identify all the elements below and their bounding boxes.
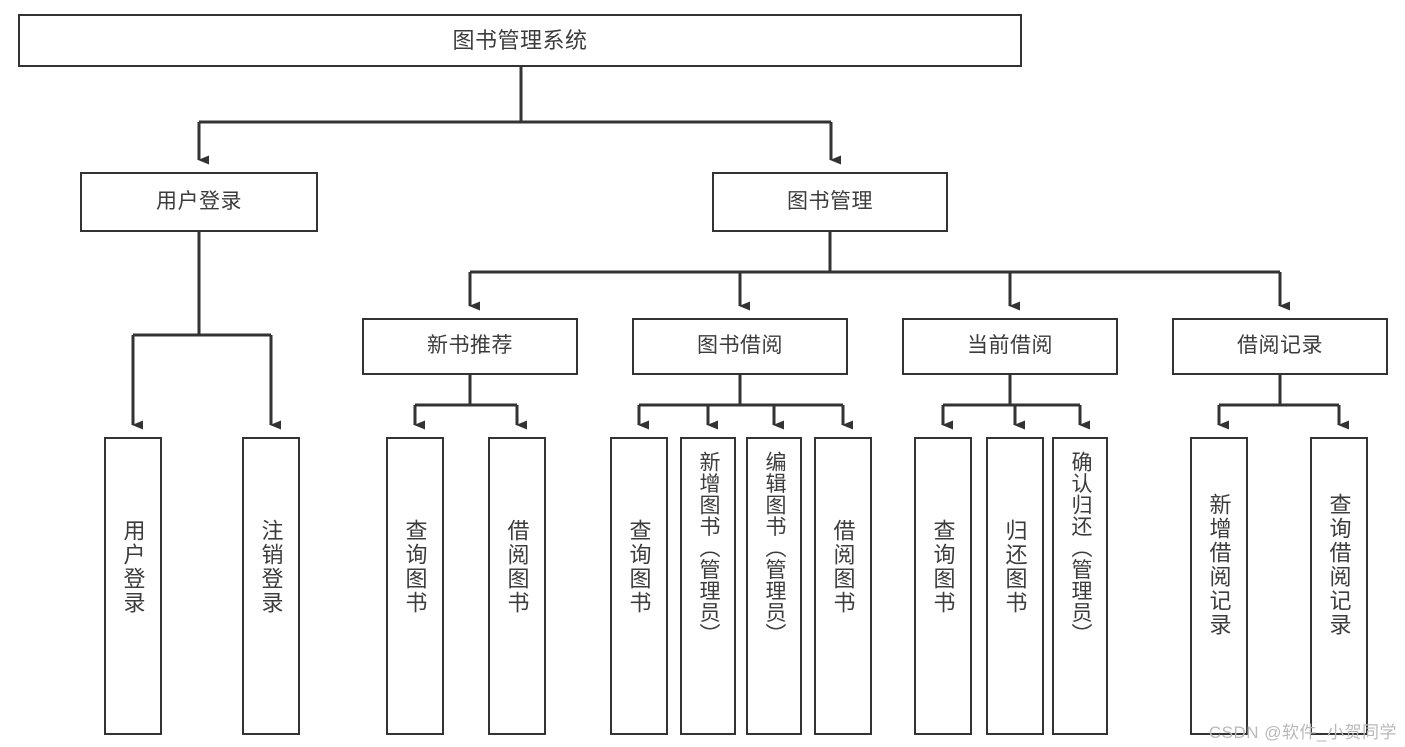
node-book-borrow-label: 图书借阅 <box>697 334 783 358</box>
node-leaf-query-book-3-label: 查询图书 <box>930 519 956 615</box>
node-leaf-borrow-book-1-label: 借阅图书 <box>504 519 530 615</box>
node-leaf-add-book-label: 新增图书（管理员） <box>697 451 721 645</box>
node-leaf-user-login-label: 用户登录 <box>120 519 146 615</box>
node-leaf-edit-book[interactable]: 编辑图书（管理员） <box>746 437 802 735</box>
node-user-login[interactable]: 用户登录 <box>80 172 318 232</box>
node-leaf-borrow-book-2[interactable]: 借阅图书 <box>814 437 872 735</box>
node-leaf-query-book-2-label: 查询图书 <box>626 519 652 615</box>
node-borrow-record-label: 借阅记录 <box>1237 334 1323 358</box>
node-leaf-borrow-book-1[interactable]: 借阅图书 <box>488 437 546 735</box>
node-leaf-query-book-3[interactable]: 查询图书 <box>914 437 972 735</box>
node-leaf-add-record[interactable]: 新增借阅记录 <box>1190 437 1248 735</box>
node-new-book-rec-label: 新书推荐 <box>427 334 513 358</box>
node-book-manage[interactable]: 图书管理 <box>712 172 948 232</box>
node-root-label: 图书管理系统 <box>452 27 588 53</box>
node-leaf-confirm-return-label: 确认归还（管理员） <box>1069 451 1093 645</box>
node-leaf-return-book-label: 归还图书 <box>1002 519 1028 615</box>
node-leaf-user-login[interactable]: 用户登录 <box>104 437 162 735</box>
node-leaf-add-record-label: 新增借阅记录 <box>1206 493 1232 637</box>
node-leaf-query-book-2[interactable]: 查询图书 <box>610 437 668 735</box>
node-leaf-borrow-book-2-label: 借阅图书 <box>830 519 856 615</box>
node-leaf-add-book[interactable]: 新增图书（管理员） <box>680 437 736 735</box>
node-root[interactable]: 图书管理系统 <box>18 14 1022 67</box>
node-leaf-query-book-1[interactable]: 查询图书 <box>386 437 444 735</box>
node-leaf-return-book[interactable]: 归还图书 <box>986 437 1044 735</box>
node-current-borrow[interactable]: 当前借阅 <box>902 318 1118 375</box>
node-leaf-query-record-label: 查询借阅记录 <box>1326 493 1352 637</box>
watermark-text: CSDN @软件_小贺同学 <box>1208 723 1397 742</box>
node-leaf-logout[interactable]: 注销登录 <box>242 437 300 735</box>
node-leaf-confirm-return[interactable]: 确认归还（管理员） <box>1052 437 1108 735</box>
node-new-book-rec[interactable]: 新书推荐 <box>362 318 578 375</box>
node-leaf-logout-label: 注销登录 <box>258 519 284 615</box>
node-borrow-record[interactable]: 借阅记录 <box>1172 318 1388 375</box>
node-book-manage-label: 图书管理 <box>787 189 873 213</box>
node-leaf-query-book-1-label: 查询图书 <box>402 519 428 615</box>
node-leaf-edit-book-label: 编辑图书（管理员） <box>763 451 787 645</box>
node-book-borrow[interactable]: 图书借阅 <box>632 318 848 375</box>
node-current-borrow-label: 当前借阅 <box>967 334 1053 358</box>
node-leaf-query-record[interactable]: 查询借阅记录 <box>1310 437 1368 735</box>
node-user-login-label: 用户登录 <box>156 189 242 213</box>
